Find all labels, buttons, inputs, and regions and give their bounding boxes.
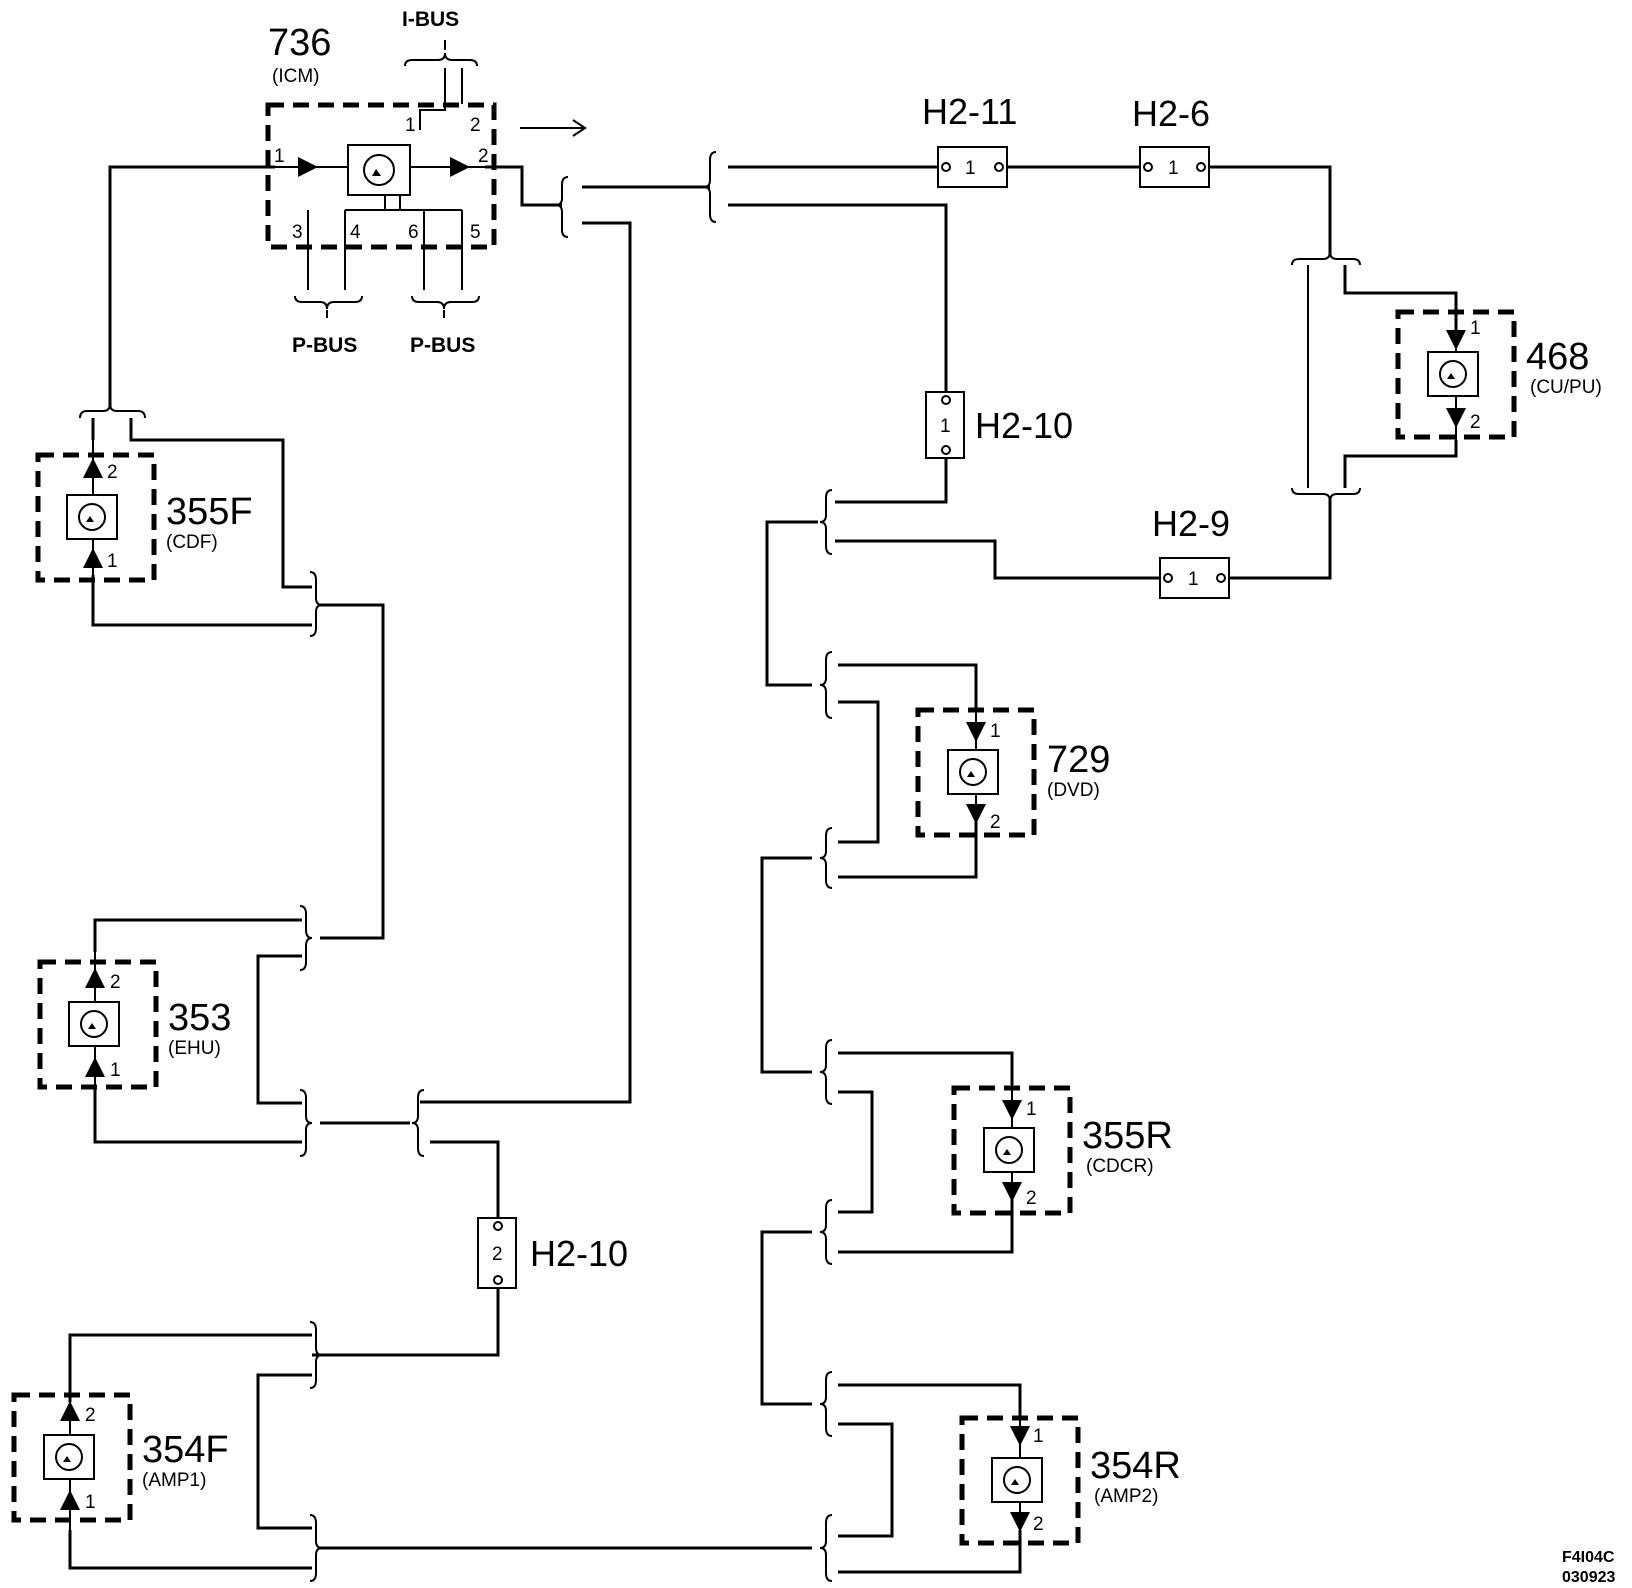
output-arrow-icon (966, 804, 986, 824)
amp1-name: (AMP1) (142, 1470, 206, 1491)
ehu-name: (EHU) (168, 1038, 221, 1059)
p-bus-right-label: P-BUS (410, 334, 475, 357)
svg-text:2: 2 (478, 146, 489, 167)
splice-braces (79, 40, 1361, 1582)
optical-transceiver-icon (947, 749, 999, 795)
ehu-id: 353 (168, 997, 231, 1039)
icm-name: (ICM) (272, 66, 319, 87)
dvd-id: 729 (1047, 739, 1110, 781)
input-arrow-icon (1446, 330, 1466, 350)
module-cdf: 2 1 355F (CDF) (35, 440, 253, 583)
svg-text:2: 2 (1470, 412, 1481, 433)
amp2-name: (AMP2) (1094, 1486, 1158, 1507)
connector-h2-11: 1 H2-11 (922, 91, 1017, 188)
h2-10-lower-label: H2-10 (530, 1233, 628, 1274)
input-arrow-icon (1010, 1426, 1030, 1446)
cupu-id: 468 (1526, 336, 1589, 378)
svg-text:2: 2 (110, 972, 121, 993)
svg-text:1: 1 (940, 416, 951, 437)
svg-text:2: 2 (1033, 1514, 1044, 1535)
svg-text:2: 2 (107, 462, 118, 483)
connector-h2-9: 1 H2-9 (1152, 503, 1230, 599)
connector-h2-10-upper: 1 H2-10 (925, 391, 1073, 459)
svg-text:2: 2 (1026, 1188, 1037, 1209)
p-bus-left-label: P-BUS (292, 334, 357, 357)
cdcr-id: 355R (1082, 1115, 1173, 1157)
amp2-id: 354R (1090, 1445, 1181, 1487)
optical-transceiver-icon (347, 144, 411, 196)
input-arrow-icon (83, 548, 103, 568)
output-arrow-icon (83, 458, 103, 478)
optical-transceiver-icon (66, 494, 118, 540)
output-arrow-icon (1002, 1182, 1022, 1202)
cdcr-name: (CDCR) (1086, 1156, 1154, 1177)
input-arrow-icon (85, 1057, 105, 1077)
figure-code: F4I04C (1562, 1549, 1615, 1566)
svg-text:1: 1 (274, 146, 285, 167)
svg-text:3: 3 (292, 222, 303, 243)
module-amp2: 1 2 354R (AMP2) (959, 1415, 1181, 1546)
module-cdcr: 1 2 355R (CDCR) (951, 1085, 1173, 1216)
module-ehu: 2 1 353 (EHU) (37, 952, 231, 1090)
svg-text:4: 4 (350, 222, 361, 243)
svg-text:1: 1 (405, 115, 416, 136)
svg-text:2: 2 (990, 812, 1001, 833)
svg-text:1: 1 (965, 158, 976, 179)
output-arrow-icon (60, 1401, 80, 1421)
input-arrow-icon (60, 1490, 80, 1510)
module-dvd: 1 2 729 (DVD) (915, 707, 1110, 838)
svg-text:5: 5 (470, 222, 481, 243)
h2-10-upper-label: H2-10 (975, 405, 1073, 446)
optical-transceiver-icon (983, 1127, 1035, 1173)
svg-text:1: 1 (1188, 569, 1199, 590)
output-arrow-icon (85, 968, 105, 988)
h2-6-label: H2-6 (1132, 93, 1210, 134)
input-arrow-icon (1002, 1100, 1022, 1120)
svg-text:1: 1 (1470, 318, 1481, 339)
icm-id: 736 (268, 22, 331, 64)
h2-9-label: H2-9 (1152, 503, 1230, 544)
cdf-name: (CDF) (166, 532, 218, 553)
module-icm: 736 (ICM) 1 2 3 4 6 5 1 2 (265, 22, 497, 250)
svg-text:1: 1 (1033, 1426, 1044, 1447)
svg-text:1: 1 (1168, 158, 1179, 179)
svg-text:1: 1 (1026, 1099, 1037, 1120)
svg-text:1: 1 (110, 1060, 121, 1081)
h2-11-label: H2-11 (922, 91, 1017, 132)
optical-transceiver-icon (1427, 351, 1479, 397)
cupu-name: (CU/PU) (1530, 377, 1602, 398)
amp1-id: 354F (142, 1429, 229, 1471)
optical-transceiver-icon (991, 1457, 1043, 1503)
svg-text:2: 2 (470, 115, 481, 136)
i-bus-label: I-BUS (402, 8, 459, 31)
connector-h2-10-lower: 2 H2-10 (477, 1217, 628, 1289)
input-arrow-icon (966, 722, 986, 742)
svg-text:1: 1 (85, 1492, 96, 1513)
wiring (68, 68, 1458, 1574)
output-arrow-icon (1010, 1512, 1030, 1532)
svg-text:2: 2 (85, 1405, 96, 1426)
svg-text:6: 6 (408, 222, 419, 243)
dvd-name: (DVD) (1047, 780, 1100, 801)
date-code: 030923 (1562, 1569, 1615, 1586)
cdf-id: 355F (166, 491, 253, 533)
optical-transceiver-icon (68, 1001, 120, 1047)
svg-text:1: 1 (107, 551, 118, 572)
module-amp1: 2 1 354F (AMP1) (11, 1392, 229, 1530)
output-arrow-icon (1446, 408, 1466, 428)
optical-transceiver-icon (43, 1434, 95, 1480)
svg-text:1: 1 (990, 721, 1001, 742)
connector-h2-6: 1 H2-6 (1132, 93, 1210, 188)
svg-text:2: 2 (492, 1244, 503, 1265)
module-cupu: 1 2 468 (CU/PU) (1395, 309, 1602, 440)
